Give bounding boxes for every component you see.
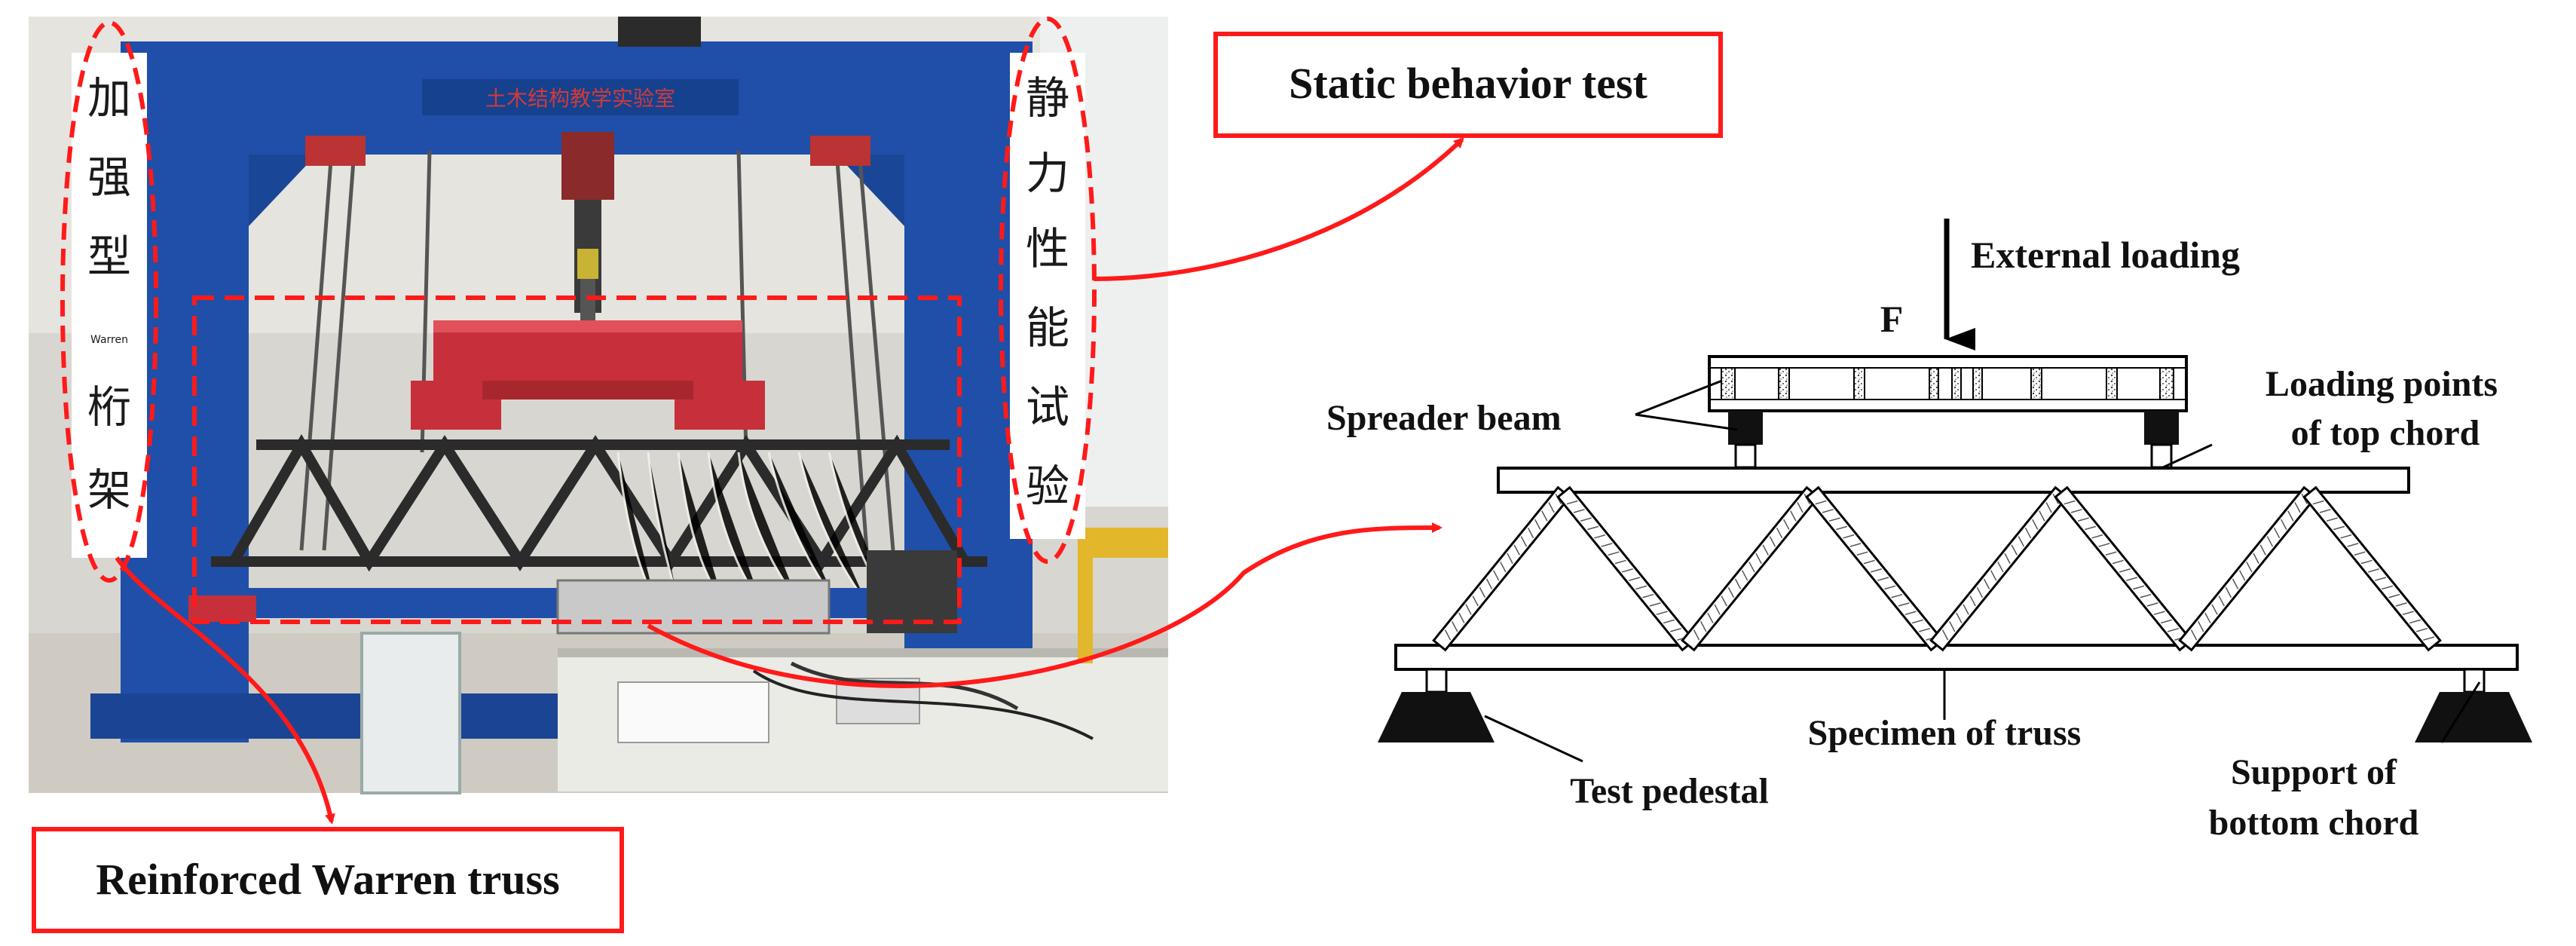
banner-right-char-3: 性	[1026, 223, 1069, 274]
diagonal-member	[1805, 485, 1944, 652]
data-acquisition-unit	[556, 550, 957, 635]
banner-right-char-1: 静	[1026, 72, 1069, 124]
photo-spreader-beam	[411, 320, 765, 430]
diagonal-member	[1556, 485, 1696, 652]
diagonal-member	[1681, 485, 1820, 652]
truss-diagonals	[1432, 485, 2442, 652]
banner-left-char-2: 强	[87, 152, 131, 203]
banner-left-warren: Warren	[90, 334, 128, 346]
load-pad-right	[2144, 411, 2179, 445]
warren-truss-title-box: Reinforced Warren truss	[32, 827, 624, 933]
force-label: F	[1880, 298, 1904, 340]
curve-to-drawing	[647, 522, 1442, 688]
support-right	[2415, 668, 2532, 742]
banner-right-char-5: 试	[1026, 381, 1069, 433]
spreader-beam-label: Spreader beam	[1326, 398, 1562, 438]
lab-table	[558, 648, 1168, 791]
warren-truss-title: Reinforced Warren truss	[96, 855, 559, 904]
frame-sign-text: 土木结构教学实验室	[485, 86, 675, 111]
right-banner-highlight	[999, 17, 1097, 564]
load-pad-left-stem	[1734, 443, 1757, 469]
diagonal-member	[2302, 485, 2442, 652]
leader-lines	[1484, 379, 2481, 763]
left-banner-highlight	[60, 20, 158, 583]
diagonal-member	[2178, 485, 2317, 652]
specimen-label: Specimen of truss	[1808, 713, 2082, 753]
banner-right-char-4: 能	[1026, 302, 1069, 354]
loading-points-label-line1: Loading points	[2265, 364, 2498, 404]
diagonal-member	[2054, 485, 2193, 652]
test-pedestal-label: Test pedestal	[1570, 771, 1769, 811]
right-banner: 静 力 性 能 试 验	[1010, 53, 1085, 539]
support-label-line1: Support of	[2231, 752, 2397, 792]
top-chord	[1497, 467, 2410, 494]
load-pad-left	[1728, 411, 1763, 445]
photo-truss	[211, 434, 987, 572]
banner-left-char-6: 架	[87, 464, 131, 516]
diagonal-member	[1432, 485, 1571, 652]
diagonal-member	[1929, 485, 2069, 652]
spreader-beam	[1708, 355, 2188, 412]
external-loading-label: External loading	[1971, 234, 2240, 276]
left-banner: 加 强 型 Warren 桁 架	[72, 53, 147, 558]
banner-left-char-3: 型	[87, 231, 131, 282]
banner-right-char-2: 力	[1026, 148, 1069, 199]
test-setup-photo: 土木结构教学实验室	[29, 17, 1168, 794]
static-test-title-box: Static behavior test	[1213, 32, 1723, 138]
banner-right-char-6: 验	[1026, 461, 1069, 512]
support-label-line2: bottom chord	[2209, 803, 2419, 843]
static-test-title: Static behavior test	[1289, 59, 1647, 108]
truss-schematic: External loading F	[1326, 219, 2532, 843]
curve-to-warren-title	[115, 556, 335, 825]
curve-to-static-title	[1094, 137, 1464, 281]
red-annotations	[60, 17, 1464, 825]
banner-left-char-5: 桁	[87, 381, 131, 433]
bottom-chord	[1394, 644, 2519, 671]
support-left	[1378, 668, 1495, 742]
loading-points-label-line2: of top chord	[2291, 413, 2480, 453]
banner-left-char-1: 加	[87, 72, 131, 124]
